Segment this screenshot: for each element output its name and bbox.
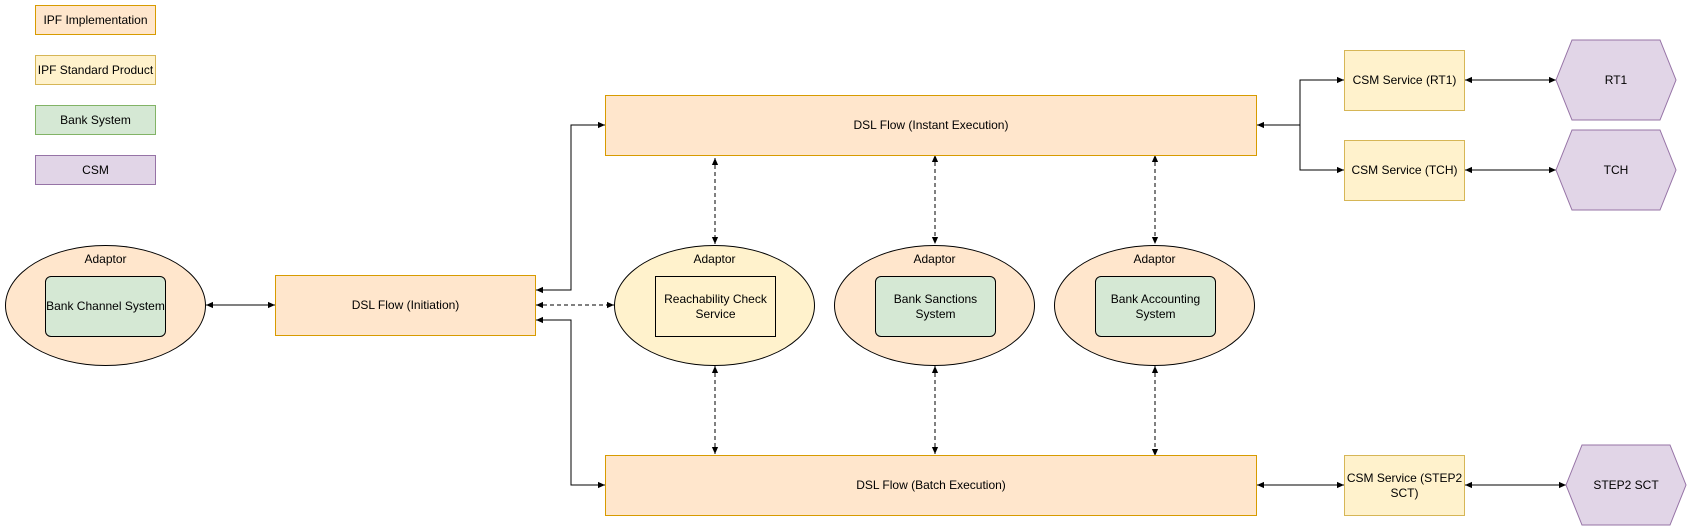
connector-initiation-instant [536,121,605,294]
connector-instant-tch [1299,125,1344,174]
csm-service-tch: CSM Service (TCH) [1344,140,1465,201]
csm-service-step2: CSM Service (STEP2 SCT) [1344,455,1465,516]
legend-csm: CSM [35,155,156,185]
scheme-rt1-label: RT1 [1604,73,1628,87]
reachability-check-service: Reachability Check Service [655,276,776,337]
legend-bank-system: Bank System [35,105,156,135]
scheme-tch-label: TCH [1603,163,1629,177]
scheme-step2-label: STEP2 SCT [1593,478,1659,492]
connector-initiation-batch [536,316,605,489]
legend-ipf-implementation: IPF Implementation [35,5,156,35]
adaptor-title: Adaptor [913,252,956,266]
step2-hexagon [1565,444,1687,526]
csm-service-rt1: CSM Service (RT1) [1344,50,1465,111]
adaptor-bank-channel: Adaptor Bank Channel System [5,245,206,366]
adaptor-sanctions: Adaptor Bank Sanctions System [834,245,1035,366]
connector-instant-rt1 [1299,76,1344,125]
dsl-flow-batch-execution: DSL Flow (Batch Execution) [605,455,1257,516]
legend-ipf-standard-product: IPF Standard Product [35,55,156,85]
adaptor-title: Adaptor [1133,252,1176,266]
adaptor-reachability: Adaptor Reachability Check Service [614,245,815,366]
dsl-flow-instant-execution: DSL Flow (Instant Execution) [605,95,1257,156]
dsl-flow-initiation: DSL Flow (Initiation) [275,275,536,336]
bank-channel-system: Bank Channel System [45,276,166,337]
bank-sanctions-system: Bank Sanctions System [875,276,996,337]
bank-accounting-system: Bank Accounting System [1095,276,1216,337]
adaptor-title: Adaptor [693,252,736,266]
tch-hexagon [1555,129,1677,211]
adaptor-title: Adaptor [84,252,127,266]
rt1-hexagon [1555,39,1677,121]
adaptor-accounting: Adaptor Bank Accounting System [1054,245,1255,366]
